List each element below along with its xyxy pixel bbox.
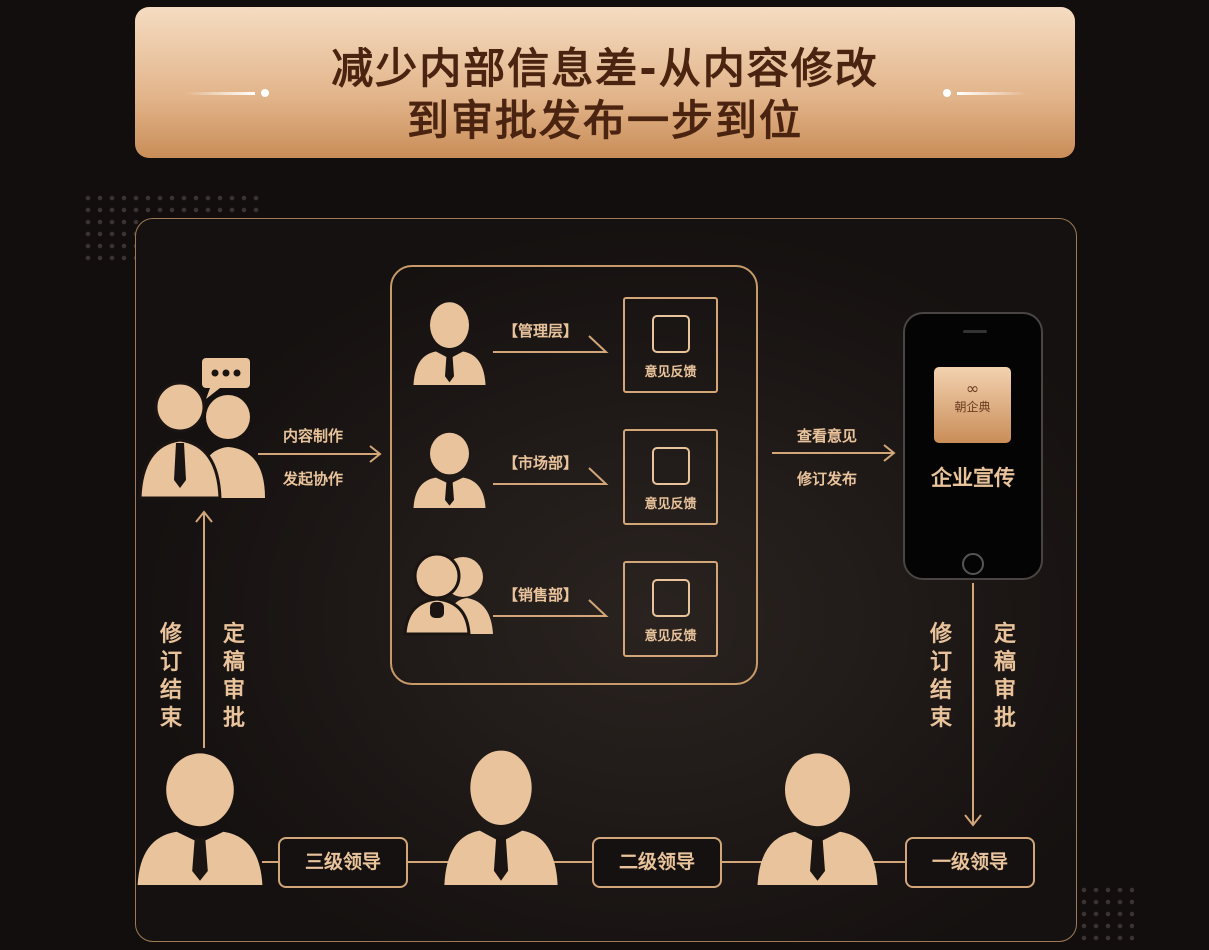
phone-speaker [963,330,987,333]
vertical-label-approval-left: 定稿审批 [222,622,245,731]
decor-line-left [185,92,255,95]
phone-mockup: ∞ 朝企典 企业宣传 [903,312,1043,580]
arrow-right-icon [772,444,896,462]
vertical-label-revise-end-left: 修订结束 [159,622,182,731]
leader-2-icon [444,750,558,885]
marketing-icon [413,432,486,508]
label-view-feedback: 查看意见 [797,427,858,445]
edit-icon [651,579,690,617]
dept-label-sales: 【销售部】 [503,586,579,604]
phone-caption: 企业宣传 [931,466,1015,490]
arrow-up-icon [195,510,213,748]
feedback-box-sales: 意见反馈 [623,561,718,657]
leader-chain-line [262,861,912,863]
connector-line [493,467,609,485]
label-revise-publish: 修订发布 [797,470,858,488]
feedback-label: 意见反馈 [644,497,697,512]
home-button [962,553,984,575]
leader-box-2: 二级领导 [592,837,722,888]
vertical-label-revise-end-right: 修订结束 [929,622,952,731]
title-line-2: 到审批发布一步到位 [406,96,803,145]
feedback-box-marketing: 意见反馈 [623,429,718,525]
feedback-box-management: 意见反馈 [623,297,718,393]
infinity-icon: ∞ [965,379,980,398]
dept-label-management: 【管理层】 [503,322,579,340]
sales-team-icon [403,552,493,636]
title-banner: 减少内部信息差-从内容修改 到审批发布一步到位 [135,7,1075,158]
edit-icon [651,315,690,353]
feedback-label: 意见反馈 [644,629,697,644]
label-content-creation: 内容制作 [283,427,344,445]
dept-label-marketing: 【市场部】 [503,454,579,472]
arrow-down-icon [964,583,982,827]
app-logo: ∞ 朝企典 [934,367,1011,443]
leader-box-1: 一级领导 [905,837,1035,888]
vertical-label-approval-right: 定稿审批 [993,622,1016,731]
collaborators-icon [138,358,265,500]
arrow-right-icon [258,445,382,463]
leader-1-icon [757,753,878,885]
manager-icon [413,302,486,385]
departments-box [390,265,758,685]
logo-text: 朝企典 [954,400,991,414]
decor-dots [1078,884,1134,944]
leader-3-icon [137,753,263,885]
decor-dot-left [261,89,269,97]
decor-line-right [957,92,1027,95]
leader-box-3: 三级领导 [278,837,408,888]
decor-dot-right [943,89,951,97]
connector-line [493,599,609,617]
title-line-1: 减少内部信息差-从内容修改 [331,44,879,93]
label-start-collab: 发起协作 [283,470,344,488]
feedback-label: 意见反馈 [644,365,697,380]
edit-icon [651,447,690,485]
connector-line [493,335,609,353]
